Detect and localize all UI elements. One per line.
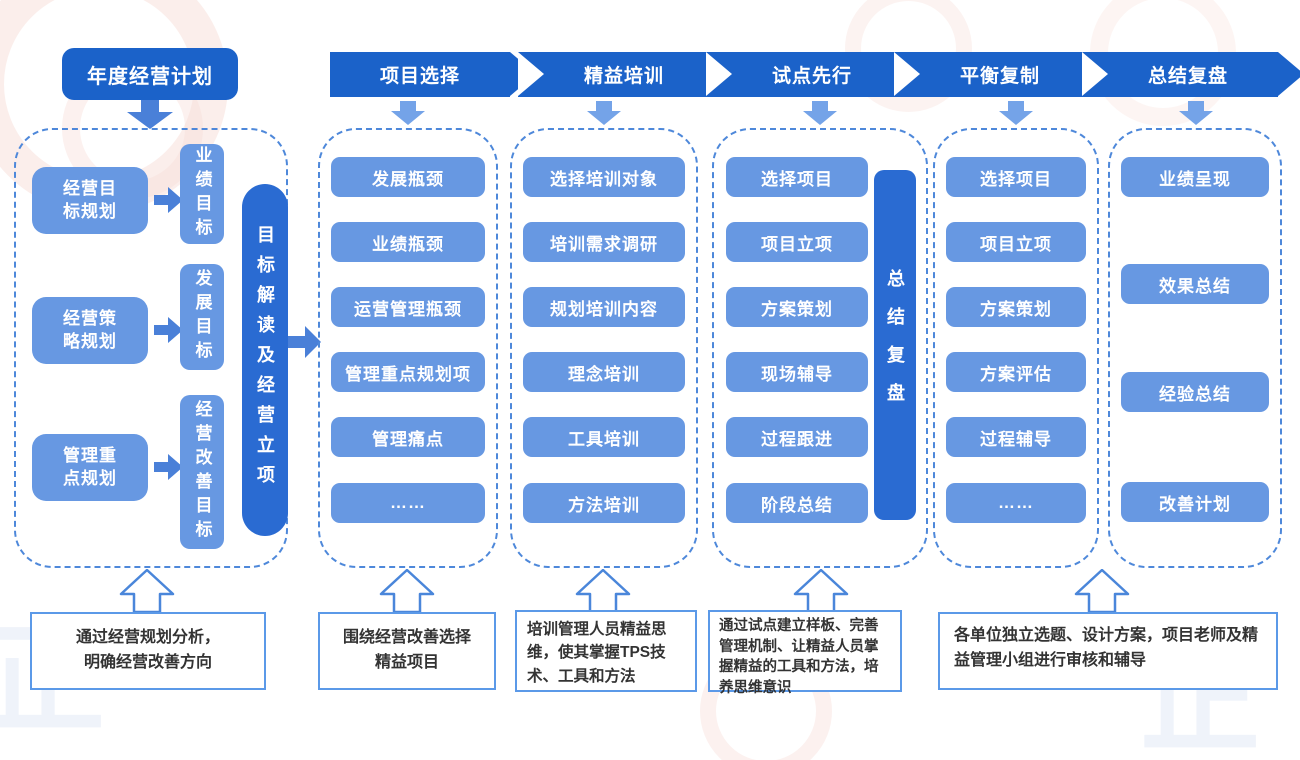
arrow-right-icon	[154, 317, 183, 343]
arrow-up-outline-icon	[793, 569, 849, 613]
stage-item: 管理痛点	[331, 417, 485, 457]
stage-item: 经验总结	[1121, 372, 1269, 412]
goal-pill: 发展目标	[180, 264, 224, 370]
stage-box-balanced-replication: 选择项目 项目立项 方案策划 方案评估 过程辅导 ……	[933, 128, 1099, 568]
stage-item: 项目立项	[726, 222, 868, 262]
stage-item: 选择项目	[726, 157, 868, 197]
note-project-selection: 围绕经营改善选择精益项目	[318, 612, 496, 690]
stage-item: 选择培训对象	[523, 157, 685, 197]
stage-item: 方案评估	[946, 352, 1086, 392]
stage-banner-balanced-replication: 平衡复制	[894, 52, 1116, 97]
stage-item: 规划培训内容	[523, 287, 685, 327]
stage-item: 过程跟进	[726, 417, 868, 457]
stage-item: 效果总结	[1121, 264, 1269, 304]
arrow-down-icon	[1179, 101, 1213, 125]
stage-item: 现场辅导	[726, 352, 868, 392]
stage-item: 业绩呈现	[1121, 157, 1269, 197]
stage-item: 发展瓶颈	[331, 157, 485, 197]
note-planning: 通过经营规划分析，明确经营改善方向	[30, 612, 266, 690]
arrow-up-outline-icon	[1074, 569, 1130, 613]
goal-pill: 业绩目标	[180, 144, 224, 244]
stage-item-ellipsis: ……	[946, 483, 1086, 523]
arrow-down-icon	[587, 101, 621, 125]
planning-box: 经营目标规划 经营策略规划 管理重点规划 业绩目标 发展目标 经营改善目标 目标…	[14, 128, 288, 568]
stage-item: 工具培训	[523, 417, 685, 457]
arrow-right-icon	[288, 326, 321, 358]
stage-item: 选择项目	[946, 157, 1086, 197]
stage-item: 业绩瓶颈	[331, 222, 485, 262]
plan-item: 经营策略规划	[32, 297, 148, 364]
stage-item-ellipsis: ……	[331, 483, 485, 523]
stage-item: 理念培训	[523, 352, 685, 392]
stage-item: 方法培训	[523, 483, 685, 523]
stage-item: 阶段总结	[726, 483, 868, 523]
plan-item: 管理重点规划	[32, 434, 148, 501]
stage-item: 项目立项	[946, 222, 1086, 262]
note-lean-training: 培训管理人员精益思维，使其掌握TPS技术、工具和方法	[515, 610, 697, 692]
arrow-down-icon	[803, 101, 837, 125]
goal-interpretation-label: 目标解读及经营立项	[255, 225, 275, 495]
stage-box-summary-review: 业绩呈现 效果总结 经验总结 改善计划	[1108, 128, 1282, 568]
stage-item: 运营管理瓶颈	[331, 287, 485, 327]
note-balanced-replication: 各单位独立选题、设计方案，项目老师及精益管理小组进行审核和辅导	[938, 612, 1278, 690]
summary-review-pill: 总结复盘	[874, 170, 916, 520]
arrow-up-outline-icon	[575, 569, 631, 613]
stage-item: 方案策划	[726, 287, 868, 327]
stage-box-project-selection: 发展瓶颈 业绩瓶颈 运营管理瓶颈 管理重点规划项 管理痛点 ……	[318, 128, 498, 568]
goal-interpretation-pill: 目标解读及经营立项	[242, 184, 288, 536]
goal-pill-label: 业绩目标	[192, 146, 212, 242]
stage-banner-lean-training: 精益培训	[518, 52, 740, 97]
stage-banner-summary-review: 总结复盘	[1082, 52, 1300, 97]
stage-item: 改善计划	[1121, 482, 1269, 522]
goal-pill-label: 经营改善目标	[192, 400, 212, 544]
stage-item: 过程辅导	[946, 417, 1086, 457]
stage-item: 方案策划	[946, 287, 1086, 327]
stage-box-lean-training: 选择培训对象 培训需求调研 规划培训内容 理念培训 工具培训 方法培训	[510, 128, 698, 568]
arrow-up-outline-icon	[119, 569, 175, 613]
arrow-down-icon	[999, 101, 1033, 125]
stage-banner-pilot-first: 试点先行	[706, 52, 928, 97]
arrow-down-icon	[127, 100, 173, 129]
stage-item: 管理重点规划项	[331, 352, 485, 392]
arrow-up-outline-icon	[379, 569, 435, 613]
summary-review-label: 总结复盘	[885, 269, 905, 421]
arrow-down-icon	[391, 101, 425, 125]
goal-pill: 经营改善目标	[180, 395, 224, 549]
arrow-right-icon	[154, 187, 183, 213]
goal-pill-label: 发展目标	[192, 269, 212, 365]
plan-item: 经营目标规划	[32, 167, 148, 234]
note-pilot-first: 通过试点建立样板、完善管理机制、让精益人员掌握精益的工具和方法，培养思维意识	[708, 610, 902, 696]
arrow-right-icon	[154, 454, 183, 480]
stage-banner-project-selection: 项目选择	[330, 52, 536, 97]
stage-box-pilot-first: 选择项目 项目立项 方案策划 现场辅导 过程跟进 阶段总结 总结复盘	[712, 128, 928, 568]
annual-plan-title: 年度经营计划	[62, 48, 238, 100]
stage-item: 培训需求调研	[523, 222, 685, 262]
